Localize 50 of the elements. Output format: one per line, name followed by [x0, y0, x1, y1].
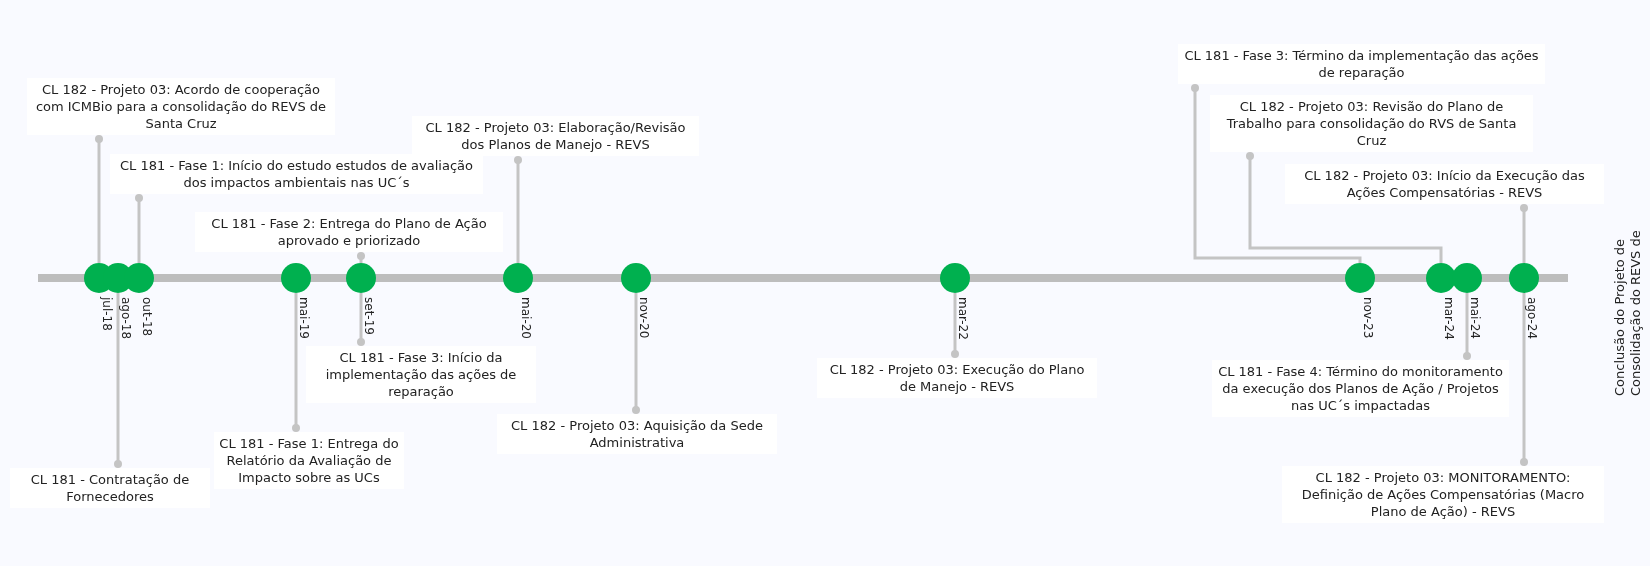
date-label: mar-24	[1442, 297, 1455, 340]
event-label: CL 182 - Projeto 03: Início da Execução das Ações Compensatórias - REVS	[1285, 164, 1604, 204]
milestone-dot	[503, 263, 533, 293]
date-label: jul-18	[100, 297, 113, 331]
date-label: nov-23	[1361, 297, 1374, 339]
milestone-dot	[281, 263, 311, 293]
milestone-dot	[346, 263, 376, 293]
event-label: CL 182 - Projeto 03: Acordo de cooperação com ICMBio para a consolidação do REVS de Santa Cruz	[27, 78, 335, 135]
event-label: CL 182 - Projeto 03: Execução do Plano de Manejo - REVS	[817, 358, 1097, 398]
date-label: mai-19	[297, 297, 310, 339]
date-label: mai-24	[1468, 297, 1481, 339]
milestone-dot	[1452, 263, 1482, 293]
connector-line	[292, 293, 300, 432]
connector-line	[1191, 84, 1362, 263]
milestone-dot	[1345, 263, 1375, 293]
milestone-dot	[1426, 263, 1456, 293]
connector-line	[514, 156, 522, 263]
connector-line	[95, 135, 103, 263]
event-label: CL 182 - Projeto 03: Aquisição da Sede Administrativa	[497, 414, 777, 454]
milestone-dot	[621, 263, 651, 293]
event-label: CL 181 - Fase 3: Término da implementação das ações de reparação	[1178, 44, 1545, 84]
date-label: set-19	[362, 297, 375, 335]
connector-line	[1520, 293, 1528, 466]
date-label: out-18	[140, 297, 153, 337]
date-label: mai-20	[519, 297, 532, 339]
connector-line	[357, 252, 365, 263]
event-label: CL 181 - Fase 1: Início do estudo estudos de avaliação dos impactos ambientais nas UC´s	[110, 154, 483, 194]
connector-line	[1520, 204, 1528, 263]
date-label: ago-18	[119, 297, 132, 340]
milestone-dot	[1509, 263, 1539, 293]
connector-line	[357, 293, 365, 346]
date-label: nov-20	[637, 297, 650, 339]
rotated-note: Conclusão do Projeto de Consolidação do REVS de	[1612, 229, 1644, 396]
connector-line	[1463, 293, 1471, 360]
event-label: CL 181 - Fase 2: Entrega do Plano de Ação aprovado e priorizado	[195, 212, 503, 252]
connector-line	[114, 293, 122, 468]
date-label: ago-24	[1525, 297, 1538, 340]
date-label: mar-22	[956, 297, 969, 340]
event-label: CL 181 - Contratação de Fornecedores	[10, 468, 210, 508]
connector-line	[1246, 152, 1443, 263]
milestone-dot	[940, 263, 970, 293]
connector-line	[135, 194, 143, 263]
event-label: CL 181 - Fase 3: Início da implementação das ações de reparação	[306, 346, 536, 403]
connector-line	[632, 293, 640, 414]
event-label: CL 182 - Projeto 03: Revisão do Plano de Trabalho para consolidação do RVS de Santa Cruz	[1210, 95, 1533, 152]
event-label: CL 181 - Fase 4: Término do monitoramento da execução dos Planos de Ação / Projetos nas UC´s impactadas	[1212, 360, 1509, 417]
event-label: CL 181 - Fase 1: Entrega do Relatório da Avaliação de Impacto sobre as UCs	[214, 432, 404, 489]
event-label: CL 182 - Projeto 03: MONITORAMENTO: Definição de Ações Compensatórias (Macro Plano de Ação) - REVS	[1282, 466, 1604, 523]
connector-line	[951, 293, 959, 358]
event-label: CL 182 - Projeto 03: Elaboração/Revisão dos Planos de Manejo - REVS	[412, 116, 699, 156]
